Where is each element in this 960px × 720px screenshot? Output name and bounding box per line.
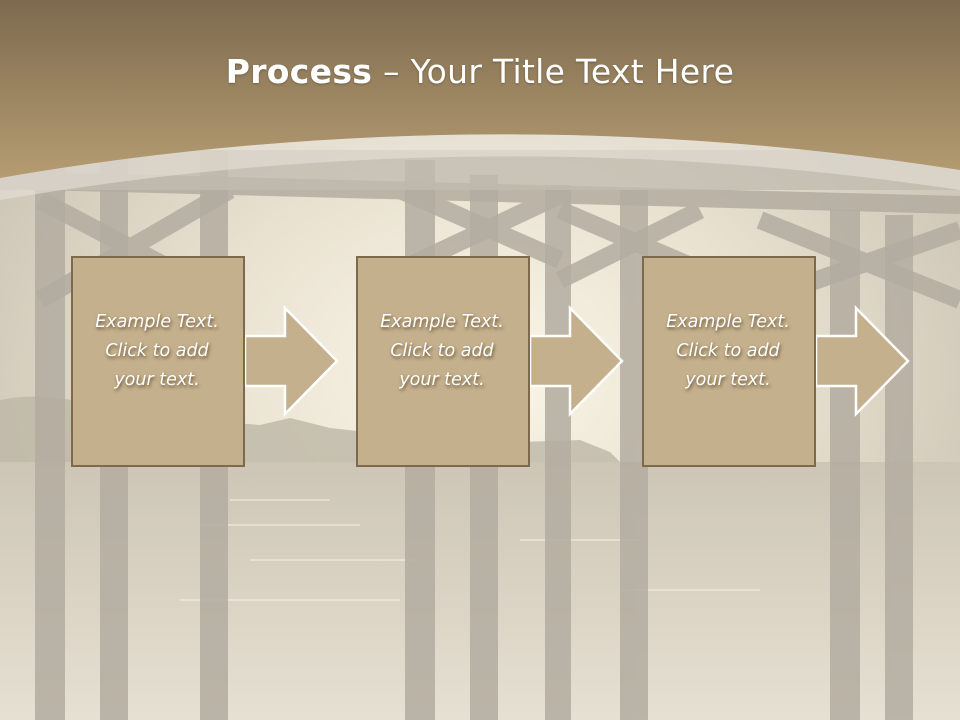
step-text-line: Example Text. bbox=[95, 312, 219, 332]
step-arrow-shape bbox=[71, 256, 339, 467]
step-arrow-shape bbox=[642, 256, 910, 467]
step-text-line: Click to add bbox=[105, 341, 209, 361]
title-rest: – Your Title Text Here bbox=[372, 52, 735, 91]
step-text-line: Click to add bbox=[676, 341, 780, 361]
step-text[interactable]: Example Text. Click to add your text. bbox=[75, 308, 239, 395]
page-title[interactable]: Process – Your Title Text Here bbox=[0, 52, 960, 91]
step-text-line: Example Text. bbox=[666, 312, 790, 332]
step-text-line: your text. bbox=[114, 370, 200, 390]
step-arrow-shape bbox=[356, 256, 624, 467]
process-step-3[interactable]: Example Text. Click to add your text. bbox=[642, 256, 910, 468]
step-text-line: your text. bbox=[399, 370, 485, 390]
title-bold: Process bbox=[225, 52, 373, 91]
step-text-line: your text. bbox=[685, 370, 771, 390]
step-text[interactable]: Example Text. Click to add your text. bbox=[360, 308, 524, 395]
process-step-1[interactable]: Example Text. Click to add your text. bbox=[71, 256, 339, 468]
step-text-line: Example Text. bbox=[380, 312, 504, 332]
step-text[interactable]: Example Text. Click to add your text. bbox=[646, 308, 810, 395]
step-text-line: Click to add bbox=[390, 341, 494, 361]
process-step-2[interactable]: Example Text. Click to add your text. bbox=[356, 256, 624, 468]
